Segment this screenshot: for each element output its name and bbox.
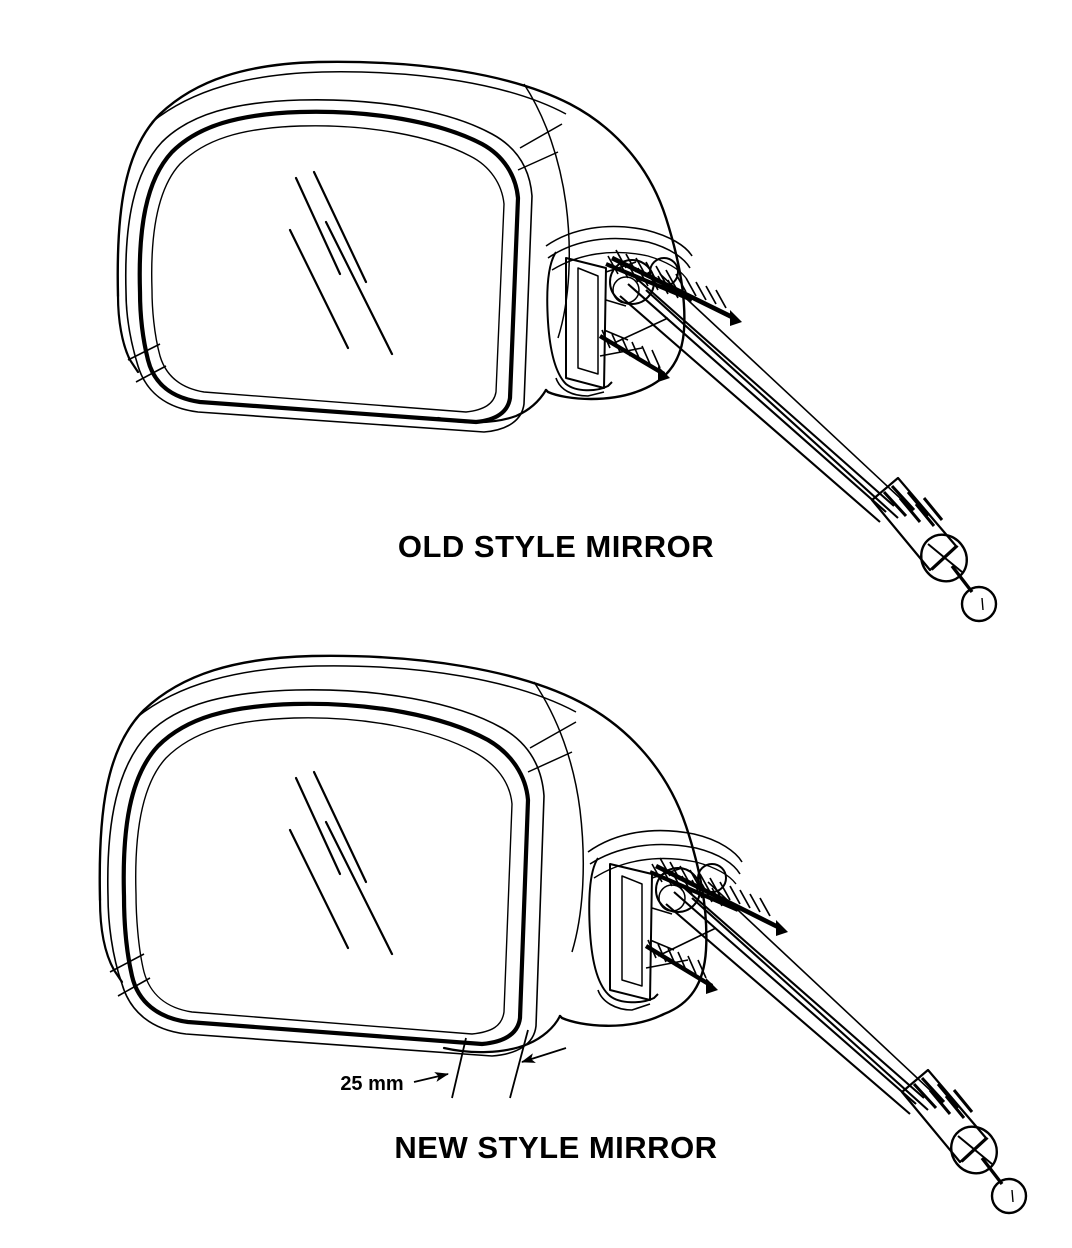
glass-bezel [124,98,533,433]
dimension-label: 25 mm [340,1073,403,1095]
dimension-callout: 25 mm [340,1029,567,1099]
extension-line-right [509,1029,529,1099]
screw-icon [644,939,718,994]
screw-icon [605,255,693,302]
arrow-icon [413,1072,449,1083]
control-cables [619,273,901,523]
knob-icon [990,1177,1028,1215]
screw-icon [598,329,670,382]
screw-icon [654,857,788,936]
arrow-icon [521,1047,567,1063]
control-knob [950,564,998,623]
extension-line-left [451,1037,467,1099]
control-knob [980,1156,1028,1215]
old-style-caption: OLD STYLE MIRROR [398,529,714,564]
mirror-glass [157,135,494,404]
new-style-mirror-assembly: 25 mm NEW STYLE MIRROR [98,654,1028,1215]
glass-bezel [106,689,545,1057]
new-style-caption: NEW STYLE MIRROR [394,1130,717,1165]
knob-icon [960,585,998,623]
mirror-glass [141,729,502,1026]
control-cables [665,881,931,1115]
old-style-mirror-assembly: OLD STYLE MIRROR [116,60,998,623]
screw-icon [649,863,739,912]
mounting-screws [644,857,788,994]
mounting-screws [598,249,742,382]
